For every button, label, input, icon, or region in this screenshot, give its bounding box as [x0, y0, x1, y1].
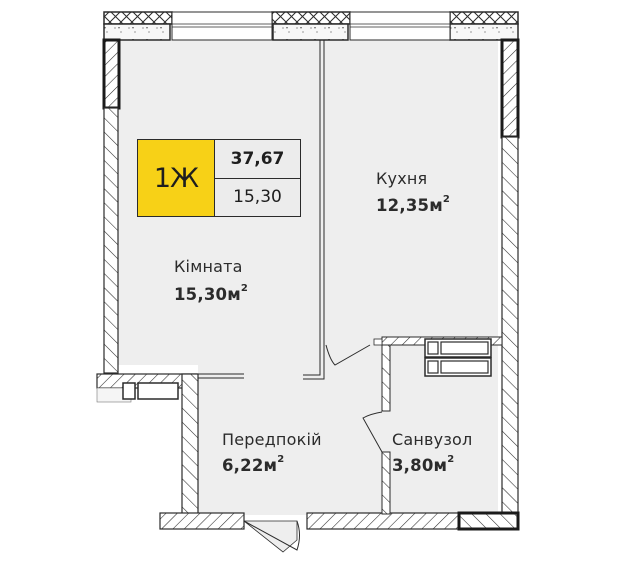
- room-name-sanvuzol: Санвузол: [392, 430, 473, 449]
- window-right: [349, 11, 451, 41]
- window-left: [171, 11, 273, 41]
- room-area-kukhnia: 12,35м2: [376, 194, 451, 215]
- room-name-kimnata: Кімната: [174, 257, 243, 276]
- doors: [243, 338, 383, 551]
- room-name-peredpokii: Передпокій: [222, 430, 322, 449]
- room-area-sanvuzol: 3,80м2: [392, 454, 455, 475]
- walls: [96, 38, 520, 531]
- room-area-peredpokii: 6,22м2: [222, 454, 285, 475]
- floor-areas: [104, 40, 498, 553]
- top-facade: [103, 11, 519, 41]
- room-name-kukhnia: Кухня: [376, 169, 428, 188]
- apartment-badge: 1Ж 37,67 15,30: [137, 139, 301, 217]
- living-area: 15,30: [233, 187, 282, 208]
- room-area-kimnata: 15,30м2: [174, 283, 249, 304]
- apartment-type: 1Ж: [138, 140, 215, 216]
- total-area: 37,67: [215, 140, 300, 179]
